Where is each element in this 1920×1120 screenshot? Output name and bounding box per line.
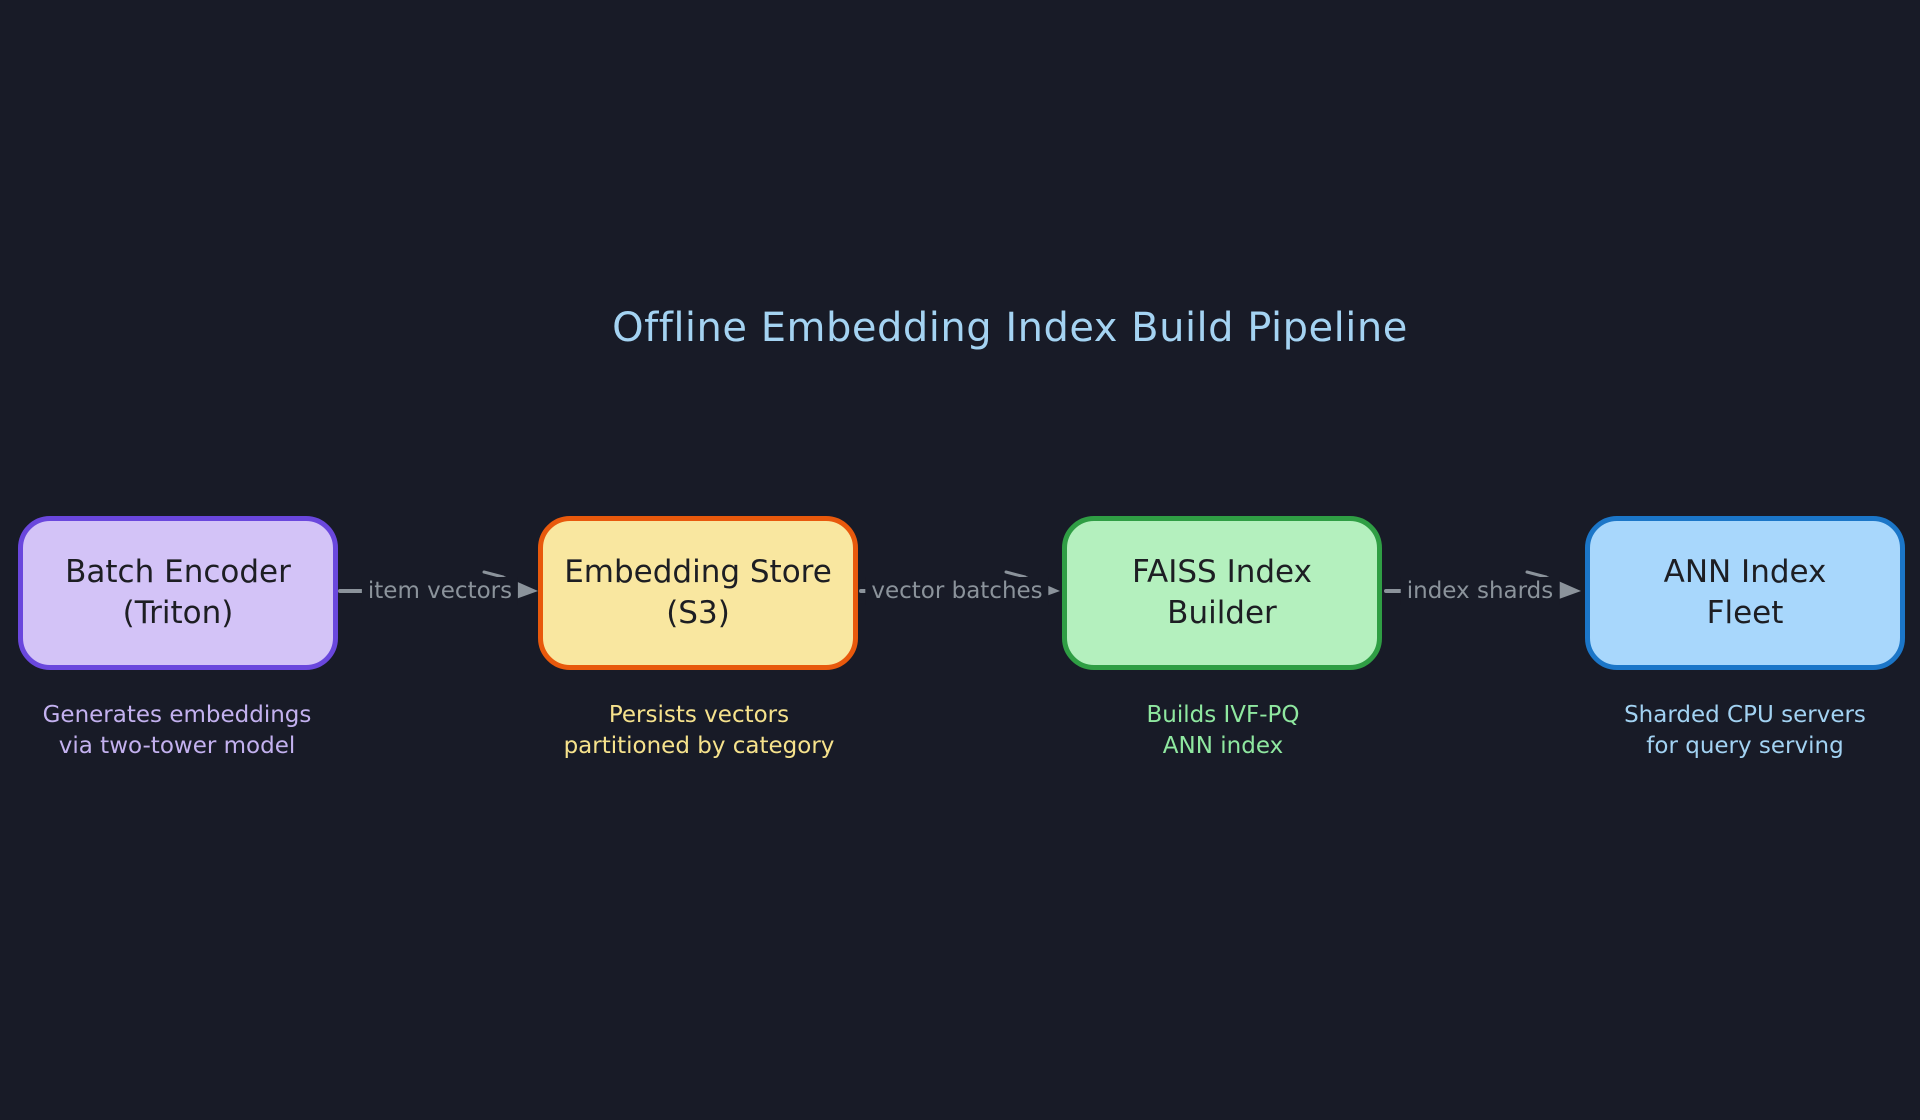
diagram-title: Offline Embedding Index Build Pipeline (612, 305, 1408, 351)
node-label-line1: ANN Index (1663, 554, 1827, 590)
caption-line1: Sharded CPU servers (1624, 702, 1866, 728)
caption-line2: via two-tower model (58, 733, 296, 759)
caption-line2: for query serving (1646, 733, 1844, 759)
caption-ann-index-fleet: Sharded CPU servers for query serving (1535, 700, 1920, 762)
node-label: Embedding Store (S3) (564, 552, 832, 634)
caption-batch-encoder: Generates embeddings via two-tower model (0, 700, 387, 762)
node-label-line1: FAISS Index (1132, 554, 1312, 590)
node-label-line1: Batch Encoder (65, 554, 291, 590)
node-ann-index-fleet: ANN Index Fleet (1585, 516, 1905, 670)
caption-faiss-index-builder: Builds IVF-PQ ANN index (1013, 700, 1433, 762)
edge-label-index-shards: index shards (1400, 577, 1560, 605)
edge-label-item-vectors: item vectors (361, 577, 519, 605)
node-label-line2: Builder (1167, 595, 1277, 631)
node-label: ANN Index Fleet (1664, 552, 1827, 634)
caption-line2: ANN index (1162, 733, 1284, 759)
caption-line2: partitioned by category (563, 733, 835, 759)
edge-label-vector-batches: vector batches (865, 577, 1049, 605)
node-faiss-index-builder: FAISS Index Builder (1062, 516, 1382, 670)
node-label-line1: Embedding Store (564, 554, 832, 590)
caption-line1: Generates embeddings (42, 702, 312, 728)
node-label-line2: (S3) (666, 595, 730, 631)
caption-embedding-store: Persists vectors partitioned by category (489, 700, 909, 762)
node-label: Batch Encoder (Triton) (65, 552, 291, 634)
node-label-line2: Fleet (1706, 595, 1784, 631)
node-batch-encoder: Batch Encoder (Triton) (18, 516, 338, 670)
node-label-line2: (Triton) (122, 595, 234, 631)
caption-line1: Persists vectors (608, 702, 790, 728)
node-label: FAISS Index Builder (1132, 552, 1312, 634)
caption-line1: Builds IVF-PQ (1146, 702, 1300, 728)
node-embedding-store: Embedding Store (S3) (538, 516, 858, 670)
